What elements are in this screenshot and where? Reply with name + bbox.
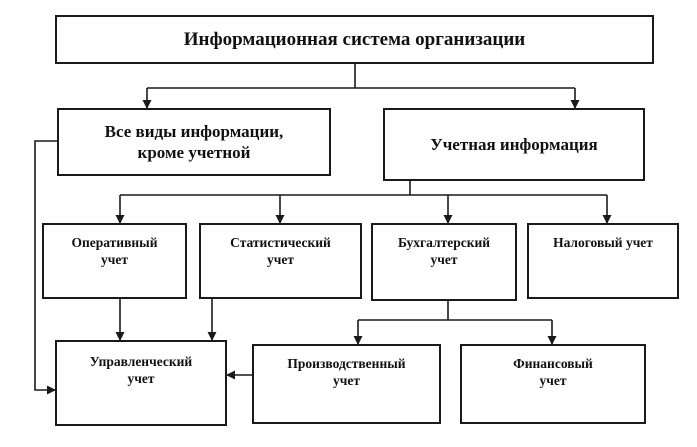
root-node-label: Информационная система организации [183, 28, 526, 50]
statistical-node: Статистический учет [199, 223, 362, 299]
operational-node: Оперативный учет [42, 223, 187, 299]
management-label: Управленческий учет [89, 354, 193, 386]
financial-node: Финансовый учет [460, 344, 646, 424]
tax-node: Налоговый учет [527, 223, 679, 299]
production-node: Производственный учет [252, 344, 441, 424]
root-node: Информационная система организации [55, 15, 654, 64]
accounting-info-node: Учетная информация [383, 108, 645, 181]
tax-label: Налоговый учет [553, 235, 653, 250]
edge-bookkeeping-split [358, 301, 552, 321]
edge-other-info-to-management [34, 140, 57, 395]
edge-root-split [147, 64, 575, 89]
bookkeeping-node: Бухгалтерский учет [371, 223, 517, 301]
bookkeeping-label: Бухгалтерский учет [397, 235, 491, 267]
other-info-node: Все виды информации, кроме учетной [57, 108, 331, 176]
accounting-info-label: Учетная информация [430, 134, 598, 154]
edge-accounting-split [120, 181, 607, 196]
management-node: Управленческий учет [55, 340, 227, 426]
production-label: Производственный учет [287, 356, 406, 388]
operational-label: Оперативный учет [71, 235, 158, 267]
statistical-label: Статистический учет [230, 235, 331, 267]
other-info-label: Все виды информации, кроме учетной [104, 121, 284, 162]
financial-label: Финансовый учет [513, 356, 593, 388]
